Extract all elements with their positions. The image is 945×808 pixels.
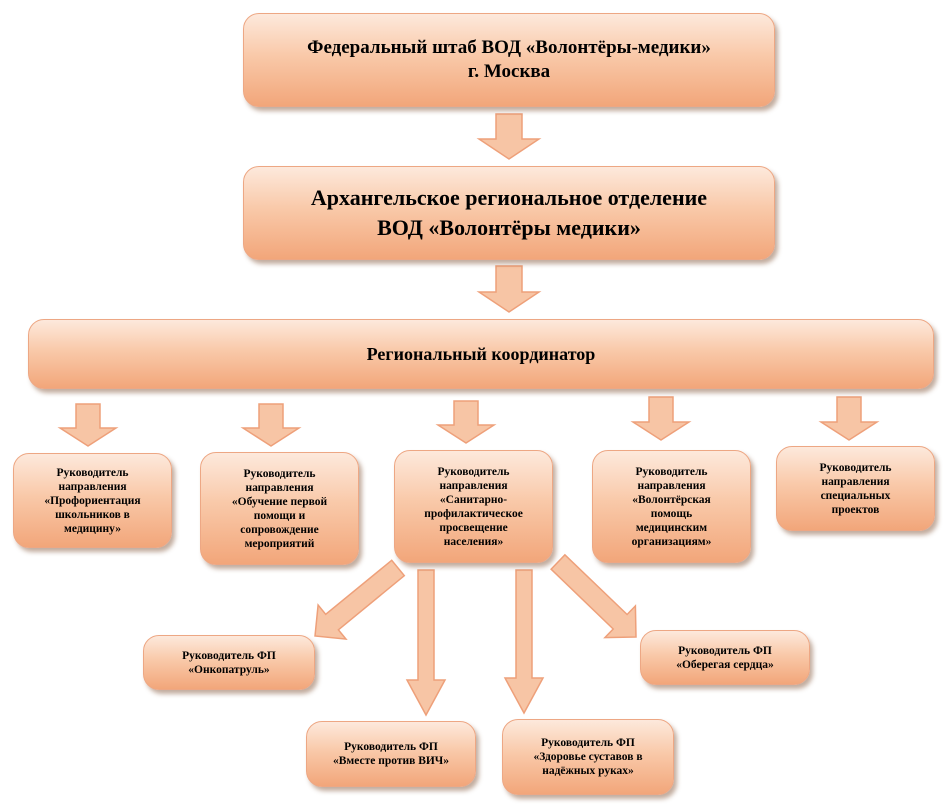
direction-career-guidance-label: Руководитель направления «Профориентация… <box>44 466 141 535</box>
direction-sanitary-education-box: Руководитель направления «Санитарно- про… <box>394 450 553 563</box>
direction-first-aid-box: Руководитель направления «Обучение перво… <box>200 452 359 565</box>
arrow-coordinator-to-first-aid <box>240 403 302 447</box>
federal-hq-label: Федеральный штаб ВОД «Волонтёры-медики» … <box>307 37 711 82</box>
arrow-sanitary-to-hiv <box>405 569 447 717</box>
arrow-coordinator-to-sanitary <box>435 400 497 444</box>
direction-special-projects-label: Руководитель направления специальных про… <box>819 461 892 516</box>
arrow-branch-to-coordinator <box>476 265 542 313</box>
arrow-hq-to-branch <box>476 113 542 160</box>
arrow-coordinator-to-career <box>57 403 119 447</box>
regional-branch-label: Архангельское региональное отделение ВОД… <box>310 185 708 240</box>
regional-coordinator-box: Региональный координатор <box>28 319 934 389</box>
fp-joint-health-label: Руководитель ФП «Здоровье суставов в над… <box>533 737 643 777</box>
fp-protecting-hearts-box: Руководитель ФП «Оберегая сердца» <box>640 630 810 685</box>
direction-medical-help-label: Руководитель направления «Волонтёрская п… <box>631 465 712 548</box>
fp-against-hiv-box: Руководитель ФП «Вместе против ВИЧ» <box>306 721 476 787</box>
arrow-sanitary-to-joints <box>503 569 545 715</box>
fp-joint-health-box: Руководитель ФП «Здоровье суставов в над… <box>502 719 674 795</box>
regional-branch-box: Архангельское региональное отделение ВОД… <box>243 166 775 260</box>
direction-medical-help-box: Руководитель направления «Волонтёрская п… <box>592 450 751 563</box>
fp-oncopatrol-label: Руководитель ФП «Онкопатруль» <box>182 649 276 676</box>
fp-oncopatrol-box: Руководитель ФП «Онкопатруль» <box>143 635 315 690</box>
fp-against-hiv-label: Руководитель ФП «Вместе против ВИЧ» <box>332 741 450 767</box>
arrow-coordinator-to-medical-help <box>630 396 692 441</box>
regional-coordinator-label: Региональный координатор <box>366 343 596 364</box>
federal-hq-box: Федеральный штаб ВОД «Волонтёры-медики» … <box>243 13 775 107</box>
direction-career-guidance-box: Руководитель направления «Профориентация… <box>13 453 172 548</box>
arrow-sanitary-to-oncopatrol <box>314 559 406 641</box>
direction-special-projects-box: Руководитель направления специальных про… <box>776 446 935 531</box>
fp-protecting-hearts-label: Руководитель ФП «Оберегая сердца» <box>676 644 774 671</box>
arrow-coordinator-to-special <box>818 396 880 441</box>
direction-sanitary-education-label: Руководитель направления «Санитарно- про… <box>424 465 523 548</box>
arrow-sanitary-to-hearts <box>550 553 637 639</box>
direction-first-aid-label: Руководитель направления «Обучение перво… <box>231 467 328 550</box>
